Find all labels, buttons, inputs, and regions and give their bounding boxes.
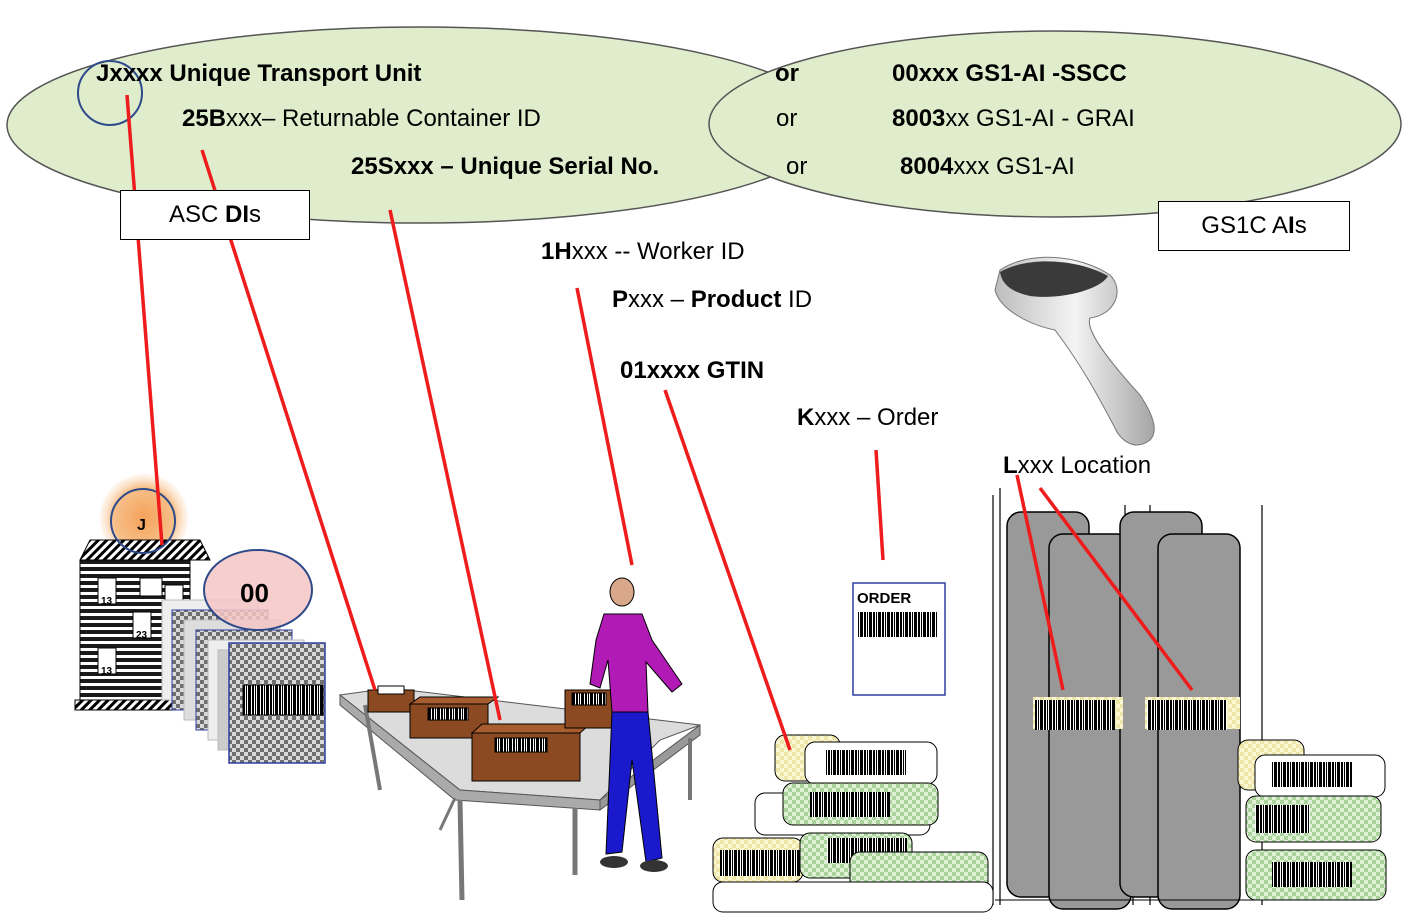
gs1-prefix: GS1C A [1201, 212, 1289, 239]
container-stack: 00 [161, 549, 326, 764]
pallet-small-label-0: 13 [101, 596, 113, 607]
gs1-bold: I [1288, 212, 1295, 239]
serial-number-label: 25Sxxx – Unique Serial No. [351, 153, 660, 180]
order-label: Kxxx – Order [797, 406, 938, 430]
location-code: L [1003, 452, 1018, 479]
order-sheet: ORDER [852, 582, 946, 696]
asc-suffix: s [249, 201, 261, 228]
j-label: J [137, 517, 146, 534]
product-id-label: Pxxx – Product ID [612, 288, 812, 312]
gs1-suffix: s [1294, 212, 1307, 239]
or-label-2: or [776, 105, 798, 132]
worker-id-code: 1H [541, 238, 572, 265]
table-boxes [367, 685, 618, 782]
gtin-label: 01xxxx GTIN [620, 357, 765, 384]
product-id-code: P [612, 286, 629, 313]
order-sheet-title: ORDER [857, 590, 911, 607]
connector-lines [125, 94, 1194, 751]
asc-bold: DI [225, 201, 249, 228]
or-label-1: or [775, 60, 799, 87]
barcode-scanner-icon [994, 256, 1155, 446]
sscc-label: 00xxx GS1-AI -SSCC [892, 60, 1127, 87]
returnable-container-label: 25Bxxx– Returnable Container ID [182, 107, 541, 131]
j-highlight-circle [77, 60, 143, 126]
returnable-container-code: 25B [182, 105, 227, 132]
gs1-ai-text: xxx GS1-AI [953, 153, 1075, 180]
box-pile-right [1237, 739, 1387, 901]
worker-id-label: 1Hxxx -- Worker ID [541, 240, 745, 264]
asc-prefix: ASC [168, 201, 225, 228]
gs1-ai-code: 8004 [900, 153, 954, 180]
location-text: xxx Location [1017, 452, 1152, 479]
grai-label: 8003xx GS1-AI - GRAI [892, 107, 1135, 131]
product-id-mid: xxx – [628, 286, 691, 313]
pallet-small-label-1: 23 [136, 630, 148, 641]
order-code: K [797, 404, 815, 431]
storage-racks [992, 488, 1290, 910]
worker-figure [589, 577, 683, 872]
j-label-circle [110, 488, 176, 554]
right-ellipse [708, 30, 1402, 218]
zero-label: 00 [240, 578, 269, 608]
order-text: xxx – Order [814, 404, 939, 431]
product-id-text: ID [781, 286, 813, 313]
worker-id-text: xxx -- Worker ID [571, 238, 745, 265]
box-pile-left [712, 734, 994, 913]
gs1-ai-label: 8004xxx GS1-AI [900, 155, 1075, 179]
product-id-bold: Product [690, 286, 782, 313]
pallet-stack: 13 23 13 J [74, 474, 211, 711]
or-label-3: or [786, 153, 808, 180]
returnable-container-text: xxx– Returnable Container ID [226, 105, 541, 132]
transport-unit-label: Jxxxx Unique Transport Unit [96, 60, 422, 87]
location-label: Lxxx Location [1003, 454, 1151, 478]
grai-text: xx GS1-AI - GRAI [945, 105, 1135, 132]
grai-code: 8003 [892, 105, 946, 132]
pallet-small-label-2: 13 [101, 666, 113, 677]
